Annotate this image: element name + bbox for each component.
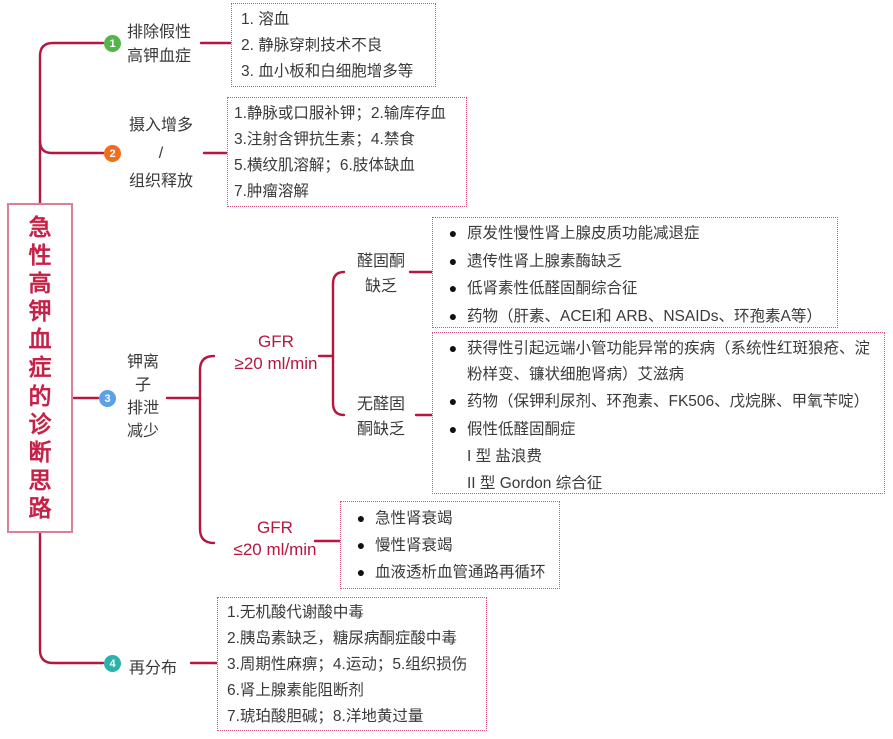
title-char: 路 <box>28 494 52 521</box>
branch2-badge: 2 <box>104 145 121 162</box>
list-item: • 1.无机酸代谢酸中毒 <box>227 604 364 621</box>
aldosterone-detail-box: ● 原发性慢性肾上腺皮质功能减退症 ● 遗传性肾上腺素酶缺乏 ● 低肾素性低醛固… <box>432 217 838 328</box>
list-item: • 2.胰岛素缺乏，糖尿病酮症酸中毒 <box>227 630 457 647</box>
trunk-bottom-branch4-line <box>38 531 105 665</box>
list-item: ● 慢性肾衰竭 <box>347 532 553 559</box>
list-item: ● 低肾素性低醛固酮综合征 <box>439 275 831 303</box>
branch4-label: 再分布 <box>129 660 178 677</box>
no-aldosterone-label: 无醛固 酮缺乏 <box>356 396 405 438</box>
list-item: • 1. 溶血 <box>241 11 290 28</box>
bullet-icon: ● <box>448 252 458 269</box>
bullet-icon: ● <box>356 510 366 526</box>
list-item: • 7.肿瘤溶解 <box>234 183 309 200</box>
list-item: • 5.横纹肌溶解；6.肢体缺血 <box>234 157 415 174</box>
branch2-label: 摄入增多 / 组织释放 <box>128 117 193 190</box>
list-item: ● 获得性引起远端小管功能异常的疾病（系统性红斑狼疮、淀粉样变、镰状细胞肾病）艾… <box>439 335 878 388</box>
list-item: • 3.周期性麻痹；4.运动；5.组织损伤 <box>227 656 468 673</box>
bullet-icon: ● <box>448 393 458 410</box>
list-item: • 2. 静脉穿刺技术不良 <box>241 37 383 54</box>
list-item: ● 急性肾衰竭 <box>347 505 553 532</box>
branch4-badge: 4 <box>104 655 121 672</box>
list-item: • 1.静脉或口服补钾；2.输库存血 <box>234 105 446 122</box>
title-char: 断 <box>28 438 52 465</box>
title-char: 思 <box>28 466 52 493</box>
gfr-bracket <box>198 354 216 545</box>
branch1-label: 排除假性 高钾血症 <box>127 24 192 65</box>
bullet-icon: ● <box>448 340 458 356</box>
bullet-icon: ● <box>448 420 458 437</box>
list-item: ● 假性低醛固酮症 <box>439 416 878 443</box>
branch2-line <box>38 139 105 155</box>
aldosterone-label: 醛固酮 缺乏 <box>356 253 405 295</box>
branch3-label: 钾离 子 排泄 减少 <box>126 354 159 440</box>
no-aldosterone-detail-box: ● 获得性引起远端小管功能异常的疾病（系统性红斑狼疮、淀粉样变、镰状细胞肾病）艾… <box>432 332 885 494</box>
list-item: ● 原发性慢性肾上腺皮质功能减退症 <box>439 220 831 248</box>
list-item: ● 药物（保钾利尿剂、环孢素、FK506、戊烷脒、甲氧苄啶） <box>439 388 878 415</box>
title-char: 血 <box>28 326 52 353</box>
bullet-icon: ● <box>448 280 458 296</box>
trunk-top-branch1-line <box>38 41 105 205</box>
list-item: • 6.肾上腺素能阻断剂 <box>227 682 364 699</box>
list-item: • 3.注射含钾抗生素；4.禁食 <box>234 131 415 148</box>
root-title-box: 急性高钾血症的诊断思路 <box>7 203 73 533</box>
bullet-icon: ● <box>448 307 458 324</box>
bullet-icon: ● <box>448 225 458 241</box>
list-item: ● II 型 Gordon 综合征 <box>467 475 603 493</box>
bullet-icon: ● <box>356 537 366 553</box>
gfr-low-detail-box: ● 急性肾衰竭 ● 慢性肾衰竭 ● 血液透析血管通路再循环 <box>340 501 560 589</box>
gfr-high-label: GFR ≥20 ml/min <box>234 332 318 373</box>
title-char: 急 <box>28 214 52 241</box>
gfr-low-label: GFR ≤20 ml/min <box>233 518 317 559</box>
title-char: 性 <box>28 242 52 269</box>
branch3-badge: 3 <box>99 390 116 407</box>
bullet-icon: ● <box>356 564 366 580</box>
title-char: 诊 <box>28 410 52 437</box>
branch1-badge: 1 <box>104 35 121 52</box>
branch2-detail-box: • 1.静脉或口服补钾；2.输库存血 • 3.注射含钾抗生素；4.禁食 • 5.… <box>227 97 467 207</box>
branch4-detail-box: • 1.无机酸代谢酸中毒 • 2.胰岛素缺乏，糖尿病酮症酸中毒 • 3.周期性麻… <box>217 597 487 731</box>
title-char: 钾 <box>28 298 52 325</box>
list-item: ● 遗传性肾上腺素酶缺乏 <box>439 248 831 276</box>
title-char: 的 <box>28 382 52 409</box>
list-item: • 7.琥珀酸胆碱；8.洋地黄过量 <box>227 708 424 725</box>
branch1-detail-box: • 1. 溶血 • 2. 静脉穿刺技术不良 • 3. 血小板和白细胞增多等 <box>231 3 436 87</box>
list-item: ● 药物（肝素、ACEI和 ARB、NSAIDs、环孢素A等） <box>439 303 831 331</box>
list-item: ● 血液透析血管通路再循环 <box>347 559 553 586</box>
list-item: ● I 型 盐浪费 <box>467 447 542 465</box>
title-char: 症 <box>28 354 52 381</box>
title-char: 高 <box>28 270 52 297</box>
list-item: • 3. 血小板和白细胞增多等 <box>241 63 414 80</box>
aldosterone-bracket <box>331 270 346 417</box>
